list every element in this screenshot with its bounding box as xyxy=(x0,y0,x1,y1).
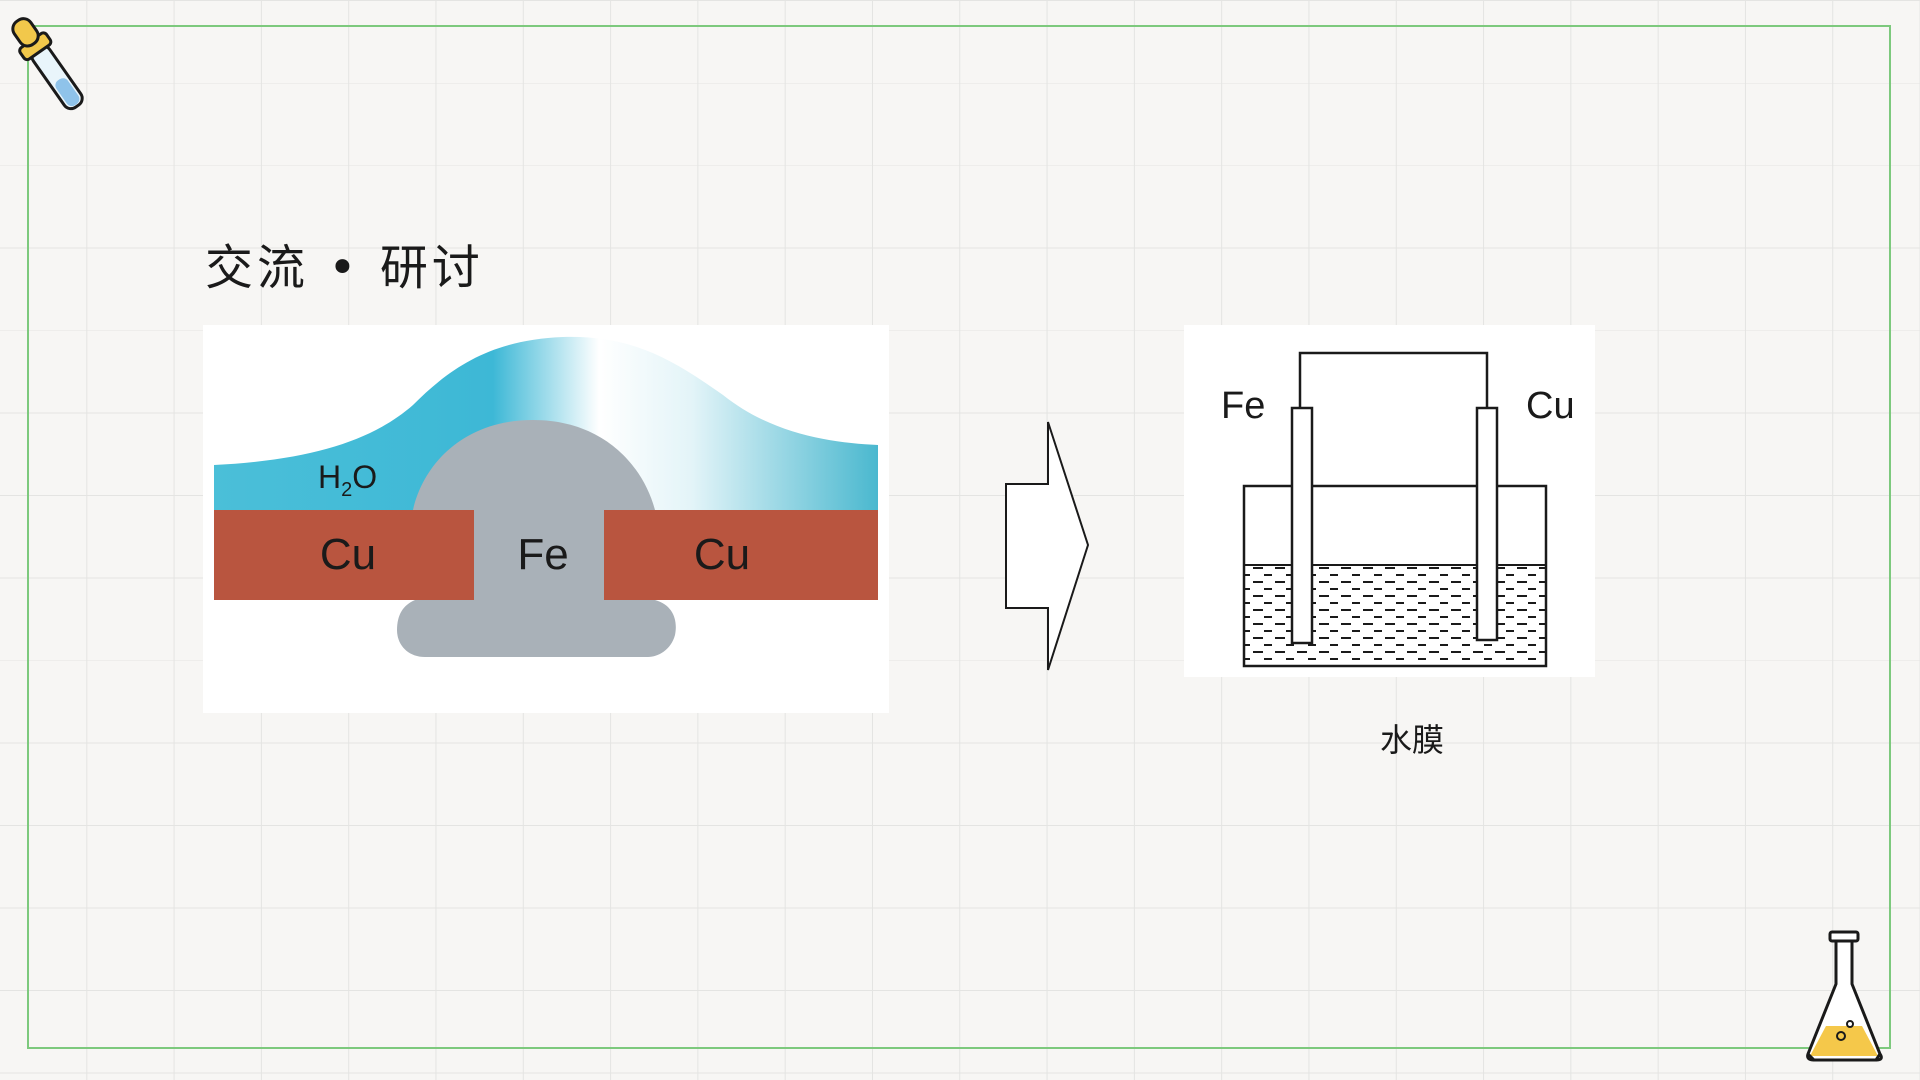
copper-plate-left xyxy=(214,510,474,600)
corrosion-illustration: H2O Cu Fe Cu xyxy=(203,325,889,713)
electrolyte xyxy=(1245,565,1545,665)
connecting-wire xyxy=(1298,351,1489,408)
left-metal-label: Cu xyxy=(320,530,376,579)
arrow-right-icon xyxy=(1005,421,1090,671)
right-metal-label: Cu xyxy=(694,530,750,579)
copper-plate-right xyxy=(604,510,878,600)
flask-icon xyxy=(1806,930,1883,1062)
water-label: H2O xyxy=(318,459,377,501)
center-metal-label: Fe xyxy=(517,530,568,579)
slide-title: 交流 • 研讨 xyxy=(205,240,484,296)
dropper-icon xyxy=(11,17,84,111)
cu-electrode xyxy=(1475,406,1499,642)
fe-electrode xyxy=(1290,406,1314,645)
fe-electrode-label: Fe xyxy=(1221,385,1265,427)
cu-electrode-label: Cu xyxy=(1526,385,1575,427)
slide-frame xyxy=(27,25,1891,1049)
galvanic-cell-diagram: Fe Cu xyxy=(1184,325,1595,677)
water-film-caption: 水膜 xyxy=(1380,721,1445,759)
